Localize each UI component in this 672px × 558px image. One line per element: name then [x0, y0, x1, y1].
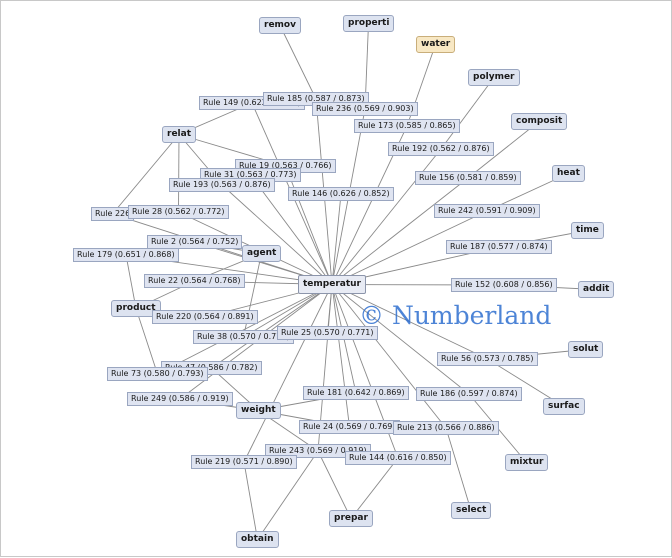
edge-rule-56-to-center	[331, 284, 488, 360]
edge-node-prepar-to-rule-243	[317, 450, 352, 519]
edge-node-composit-to-rule-156	[467, 121, 540, 179]
node-composit[interactable]: composit	[511, 113, 568, 130]
node-heat[interactable]: heat	[552, 165, 585, 182]
rule-173[interactable]: Rule 173 (0.585 / 0.865)	[354, 119, 460, 133]
edge-rule-242-to-center	[331, 210, 488, 285]
rule-22[interactable]: Rule 22 (0.564 / 0.768)	[144, 274, 245, 288]
rule-181[interactable]: Rule 181 (0.642 / 0.869)	[303, 386, 409, 400]
rule-213[interactable]: Rule 213 (0.566 / 0.886)	[393, 421, 499, 435]
node-polymer[interactable]: polymer	[468, 69, 520, 86]
rule-220[interactable]: Rule 220 (0.564 / 0.891)	[152, 310, 258, 324]
rule-243[interactable]: Rule 243 (0.569 / 0.919)	[265, 444, 371, 458]
edge-node-product-to-rule-179	[124, 254, 137, 309]
rule-25[interactable]: Rule 25 (0.570 / 0.771)	[277, 326, 378, 340]
rule-156[interactable]: Rule 156 (0.581 / 0.859)	[415, 171, 521, 185]
rule-193[interactable]: Rule 193 (0.563 / 0.876)	[169, 178, 275, 192]
node-addit[interactable]: addit	[578, 281, 615, 298]
edge-node-product-to-rule-73	[135, 308, 159, 375]
edge-node-relat-to-rule-28	[175, 134, 182, 213]
node-agent[interactable]: agent	[242, 245, 282, 262]
edge-rule-19-to-center	[285, 165, 333, 286]
node-water[interactable]: water	[416, 36, 456, 53]
node-surfac[interactable]: surfac	[543, 398, 585, 415]
node-relat[interactable]: relat	[162, 126, 197, 143]
edge-rule-186-to-center	[331, 284, 470, 395]
edge-node-obtain-to-rule-243	[257, 450, 319, 540]
rule-192[interactable]: Rule 192 (0.562 / 0.876)	[388, 142, 494, 156]
node-weight[interactable]: weight	[236, 402, 281, 419]
edge-rule-146-to-center	[329, 193, 342, 286]
edge-node-polymer-to-rule-192	[440, 77, 495, 150]
rule-56[interactable]: Rule 56 (0.573 / 0.785)	[437, 352, 538, 366]
edge-node-obtain-to-rule-219	[242, 461, 258, 540]
node-time[interactable]: time	[571, 222, 604, 239]
rule-187[interactable]: Rule 187 (0.577 / 0.874)	[446, 240, 552, 254]
rule-144[interactable]: Rule 144 (0.616 / 0.850)	[345, 451, 451, 465]
node-product[interactable]: product	[111, 300, 161, 317]
edge-rule-219-to-center	[243, 284, 333, 463]
edge-rule-193-to-center	[221, 184, 333, 285]
edge-node-agent-to-rule-38	[241, 253, 262, 338]
node-select[interactable]: select	[451, 502, 492, 519]
rule-242[interactable]: Rule 242 (0.591 / 0.909)	[434, 204, 540, 218]
rule-2[interactable]: Rule 2 (0.564 / 0.752)	[147, 235, 243, 249]
edge-rule-156-to-center	[331, 177, 469, 285]
edge-node-prepar-to-rule-144	[350, 457, 399, 519]
edge-rule-24-to-center	[329, 283, 350, 428]
watermark: © Numberland	[359, 301, 552, 330]
node-temperatur-center[interactable]: temperatur	[298, 275, 366, 294]
node-properti[interactable]: properti	[343, 15, 395, 32]
rule-236[interactable]: Rule 236 (0.569 / 0.903)	[312, 102, 418, 116]
rule-219[interactable]: Rule 219 (0.571 / 0.890)	[191, 455, 297, 469]
rule-73[interactable]: Rule 73 (0.580 / 0.793)	[107, 367, 208, 381]
rule-186[interactable]: Rule 186 (0.597 / 0.874)	[416, 387, 522, 401]
edge-rule-213-to-center	[331, 284, 447, 429]
node-solut[interactable]: solut	[568, 341, 604, 358]
node-obtain[interactable]: obtain	[236, 531, 279, 548]
rule-146[interactable]: Rule 146 (0.626 / 0.852)	[288, 187, 394, 201]
edge-node-relat-to-rule-226	[112, 134, 180, 215]
rule-24[interactable]: Rule 24 (0.569 / 0.769)	[299, 420, 400, 434]
rule-28[interactable]: Rule 28 (0.562 / 0.772)	[128, 205, 229, 219]
edge-rule-47-to-center	[211, 284, 333, 369]
edge-node-select-to-rule-213	[444, 427, 472, 511]
node-remov[interactable]: remov	[259, 17, 301, 34]
rule-249[interactable]: Rule 249 (0.586 / 0.919)	[127, 392, 233, 406]
node-mixtur[interactable]: mixtur	[505, 454, 549, 471]
node-prepar[interactable]: prepar	[329, 510, 373, 527]
edge-rule-31-to-center	[250, 174, 333, 285]
edge-node-remov-to-rule-185	[279, 25, 317, 100]
rule-152[interactable]: Rule 152 (0.608 / 0.856)	[451, 278, 557, 292]
rule-179[interactable]: Rule 179 (0.651 / 0.868)	[73, 248, 179, 262]
